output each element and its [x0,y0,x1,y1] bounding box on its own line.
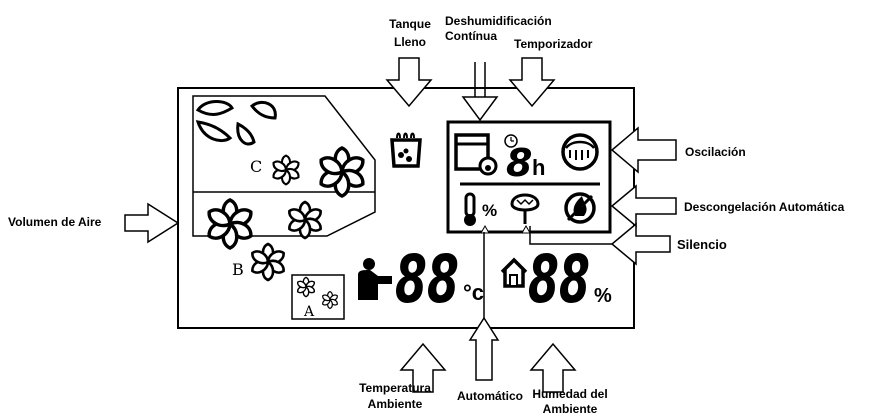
fan-a-icon: A [296,277,338,320]
timer-unit: h [532,155,545,180]
continuous-dehumidify-icon [454,133,498,176]
clock-icon [504,134,518,148]
labels: Tanque Lleno Deshumidificación Contínua … [8,14,845,416]
label-volumen: Volumen de Aire [8,215,102,229]
thermometer-humidity-icon: % [464,192,497,234]
label-humedad-1: Humedad del [532,387,607,401]
arrow-tanque [386,57,432,107]
callout-arrows [124,57,677,393]
label-automatico: Automático [457,389,523,403]
humidity-digits: 88 [528,241,590,318]
temperature-digits: 88 [395,241,459,318]
label-descongelacion: Descongelación Automática [684,200,845,214]
arrow-temporizador [509,57,555,107]
label-deshum-1: Deshumidificación [445,14,552,28]
timer-digit: 8 [506,141,532,185]
fan-c-letter: C [250,157,262,176]
label-temperatura-2: Ambiente [368,397,423,411]
person-icon [358,258,392,300]
humidity-unit: % [594,285,612,307]
fan-b-icon: B [206,200,323,280]
label-deshum-2: Contínua [445,29,497,43]
fan-a-letter: A [303,304,315,320]
tank-full-icon [390,132,422,168]
fan-c-icon: C [195,100,366,197]
label-humedad-2: Ambiente [543,402,598,416]
house-icon [500,257,528,288]
label-oscilacion: Oscilación [685,145,746,159]
oscillation-icon [561,133,599,171]
temperature-unit: °c [463,280,484,305]
label-silencio: Silencio [677,237,727,252]
label-temperatura-1: Temperatura [359,381,431,395]
label-temporizador: Temporizador [514,37,593,51]
arrow-humedad [530,343,576,393]
auto-defrost-icon [564,192,596,224]
silence-icon [510,193,540,234]
fan-b-letter: B [232,260,244,279]
auto-humidity-unit: % [482,201,497,220]
label-tanque-2: Lleno [394,35,426,49]
label-tanque-1: Tanque [389,17,431,31]
